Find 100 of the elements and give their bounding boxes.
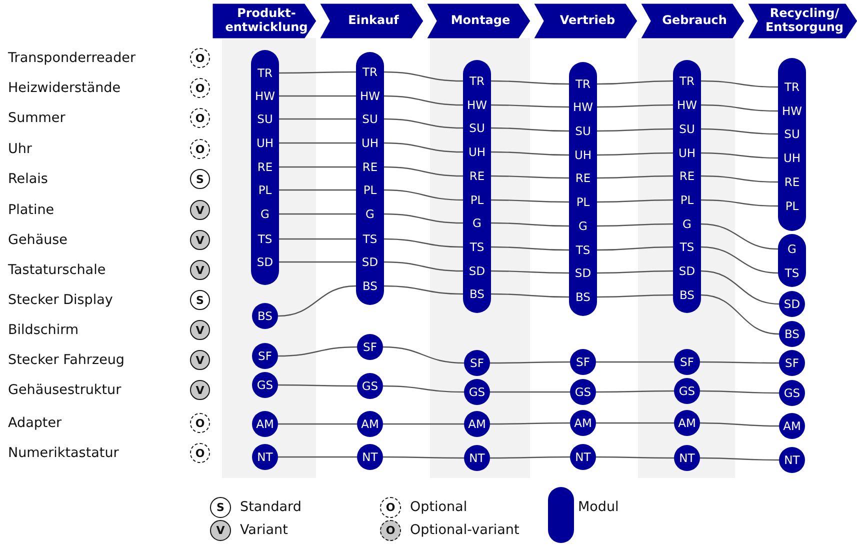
- connector-line: [278, 346, 358, 357]
- connector-line: [700, 270, 780, 305]
- connector-line: [491, 199, 569, 203]
- type-symbol: V: [190, 260, 210, 280]
- connector-line: [700, 294, 780, 335]
- module-circle: AM: [570, 410, 596, 436]
- connector-line: [490, 456, 570, 459]
- phase-header: Vertrieb: [533, 3, 640, 39]
- connector-line: [382, 346, 464, 364]
- component-code: UH: [778, 147, 806, 169]
- type-symbol: O: [190, 48, 210, 68]
- component-code: SU: [569, 120, 597, 142]
- connector-line: [383, 456, 464, 459]
- connector-line: [384, 213, 464, 224]
- module-circle: GS: [570, 379, 596, 405]
- component-name: Heizwiderstände: [8, 79, 122, 97]
- component-code: TR: [251, 62, 279, 84]
- connector-line: [384, 142, 464, 153]
- legend-text: Optional-variant: [410, 521, 520, 539]
- connector-line: [384, 261, 464, 272]
- connector-line: [700, 246, 778, 274]
- component-code: HW: [778, 100, 806, 122]
- component-code: UH: [463, 141, 491, 163]
- component-name: Stecker Fahrzeug: [8, 351, 126, 369]
- type-symbol: V: [190, 320, 210, 340]
- connector-line: [701, 104, 778, 112]
- component-code: TR: [356, 61, 384, 83]
- component-code: BS: [569, 286, 597, 308]
- component-code: BS: [356, 275, 384, 297]
- legend-symbol: V: [210, 520, 231, 541]
- component-code: UH: [356, 132, 384, 154]
- module-bar: [673, 60, 701, 313]
- phase-header: Produkt-entwicklung: [212, 3, 319, 39]
- component-name: Bildschirm: [8, 321, 80, 339]
- component-code: TS: [673, 236, 701, 258]
- connector-line: [279, 213, 356, 215]
- type-symbol: V: [190, 200, 210, 220]
- component-code: G: [569, 215, 597, 237]
- type-symbol: V: [190, 380, 210, 400]
- connector-line: [279, 238, 356, 240]
- component-code: SU: [778, 123, 806, 145]
- connector-line: [491, 222, 569, 227]
- connector-line: [597, 223, 673, 227]
- component-code: SD: [569, 262, 597, 284]
- component-code: UH: [569, 144, 597, 166]
- type-symbol: O: [190, 108, 210, 128]
- legend-text: Variant: [240, 521, 289, 539]
- module-bar: [778, 234, 806, 287]
- legend-symbol: S: [210, 497, 231, 518]
- component-name: Uhr: [8, 140, 33, 158]
- module-circle: BS: [779, 321, 805, 347]
- connector-line: [596, 390, 674, 393]
- component-code: TS: [569, 239, 597, 261]
- connector-line: [279, 118, 356, 120]
- component-code: RE: [251, 156, 279, 178]
- connector-line: [491, 80, 569, 85]
- component-code: SD: [463, 260, 491, 282]
- connector-line: [597, 80, 673, 85]
- connector-line: [384, 95, 464, 106]
- type-symbol: V: [190, 230, 210, 250]
- component-code: TR: [463, 70, 491, 92]
- connector-line: [279, 71, 356, 74]
- module-bar: [463, 60, 491, 313]
- legend-symbol: O: [380, 520, 401, 541]
- connector-line: [700, 390, 779, 394]
- module-circle: NT: [357, 444, 383, 470]
- connector-line: [384, 189, 464, 201]
- connector-line: [279, 166, 356, 168]
- connector-line: [490, 391, 570, 393]
- component-code: SU: [463, 117, 491, 139]
- connector-line: [384, 238, 464, 248]
- type-symbol: V: [190, 350, 210, 370]
- component-code: TS: [778, 262, 806, 284]
- type-symbol: S: [190, 169, 210, 189]
- legend-text: Standard: [240, 498, 302, 516]
- component-code: G: [673, 213, 701, 235]
- connector-line: [701, 199, 778, 207]
- component-code: HW: [463, 94, 491, 116]
- module-bar: [569, 62, 597, 316]
- connector-line: [701, 128, 778, 135]
- component-code: HW: [356, 85, 384, 107]
- component-code: HW: [569, 96, 597, 118]
- connector-line: [700, 223, 778, 250]
- component-code: TS: [251, 228, 279, 250]
- module-circle: SF: [779, 350, 805, 376]
- connector-line: [701, 80, 778, 88]
- type-symbol: O: [190, 413, 210, 433]
- component-code: UH: [673, 142, 701, 164]
- component-code: HW: [673, 94, 701, 116]
- component-code: PL: [463, 189, 491, 211]
- component-name: Relais: [8, 170, 49, 188]
- connector-line: [383, 385, 464, 393]
- module-bar: [356, 52, 384, 305]
- module-circle: AM: [357, 411, 383, 437]
- component-code: SU: [356, 108, 384, 130]
- connector-line: [596, 422, 674, 424]
- connector-line: [491, 270, 569, 274]
- component-name: Stecker Display: [8, 291, 114, 309]
- component-code: HW: [251, 85, 279, 107]
- connector-line: [383, 423, 464, 425]
